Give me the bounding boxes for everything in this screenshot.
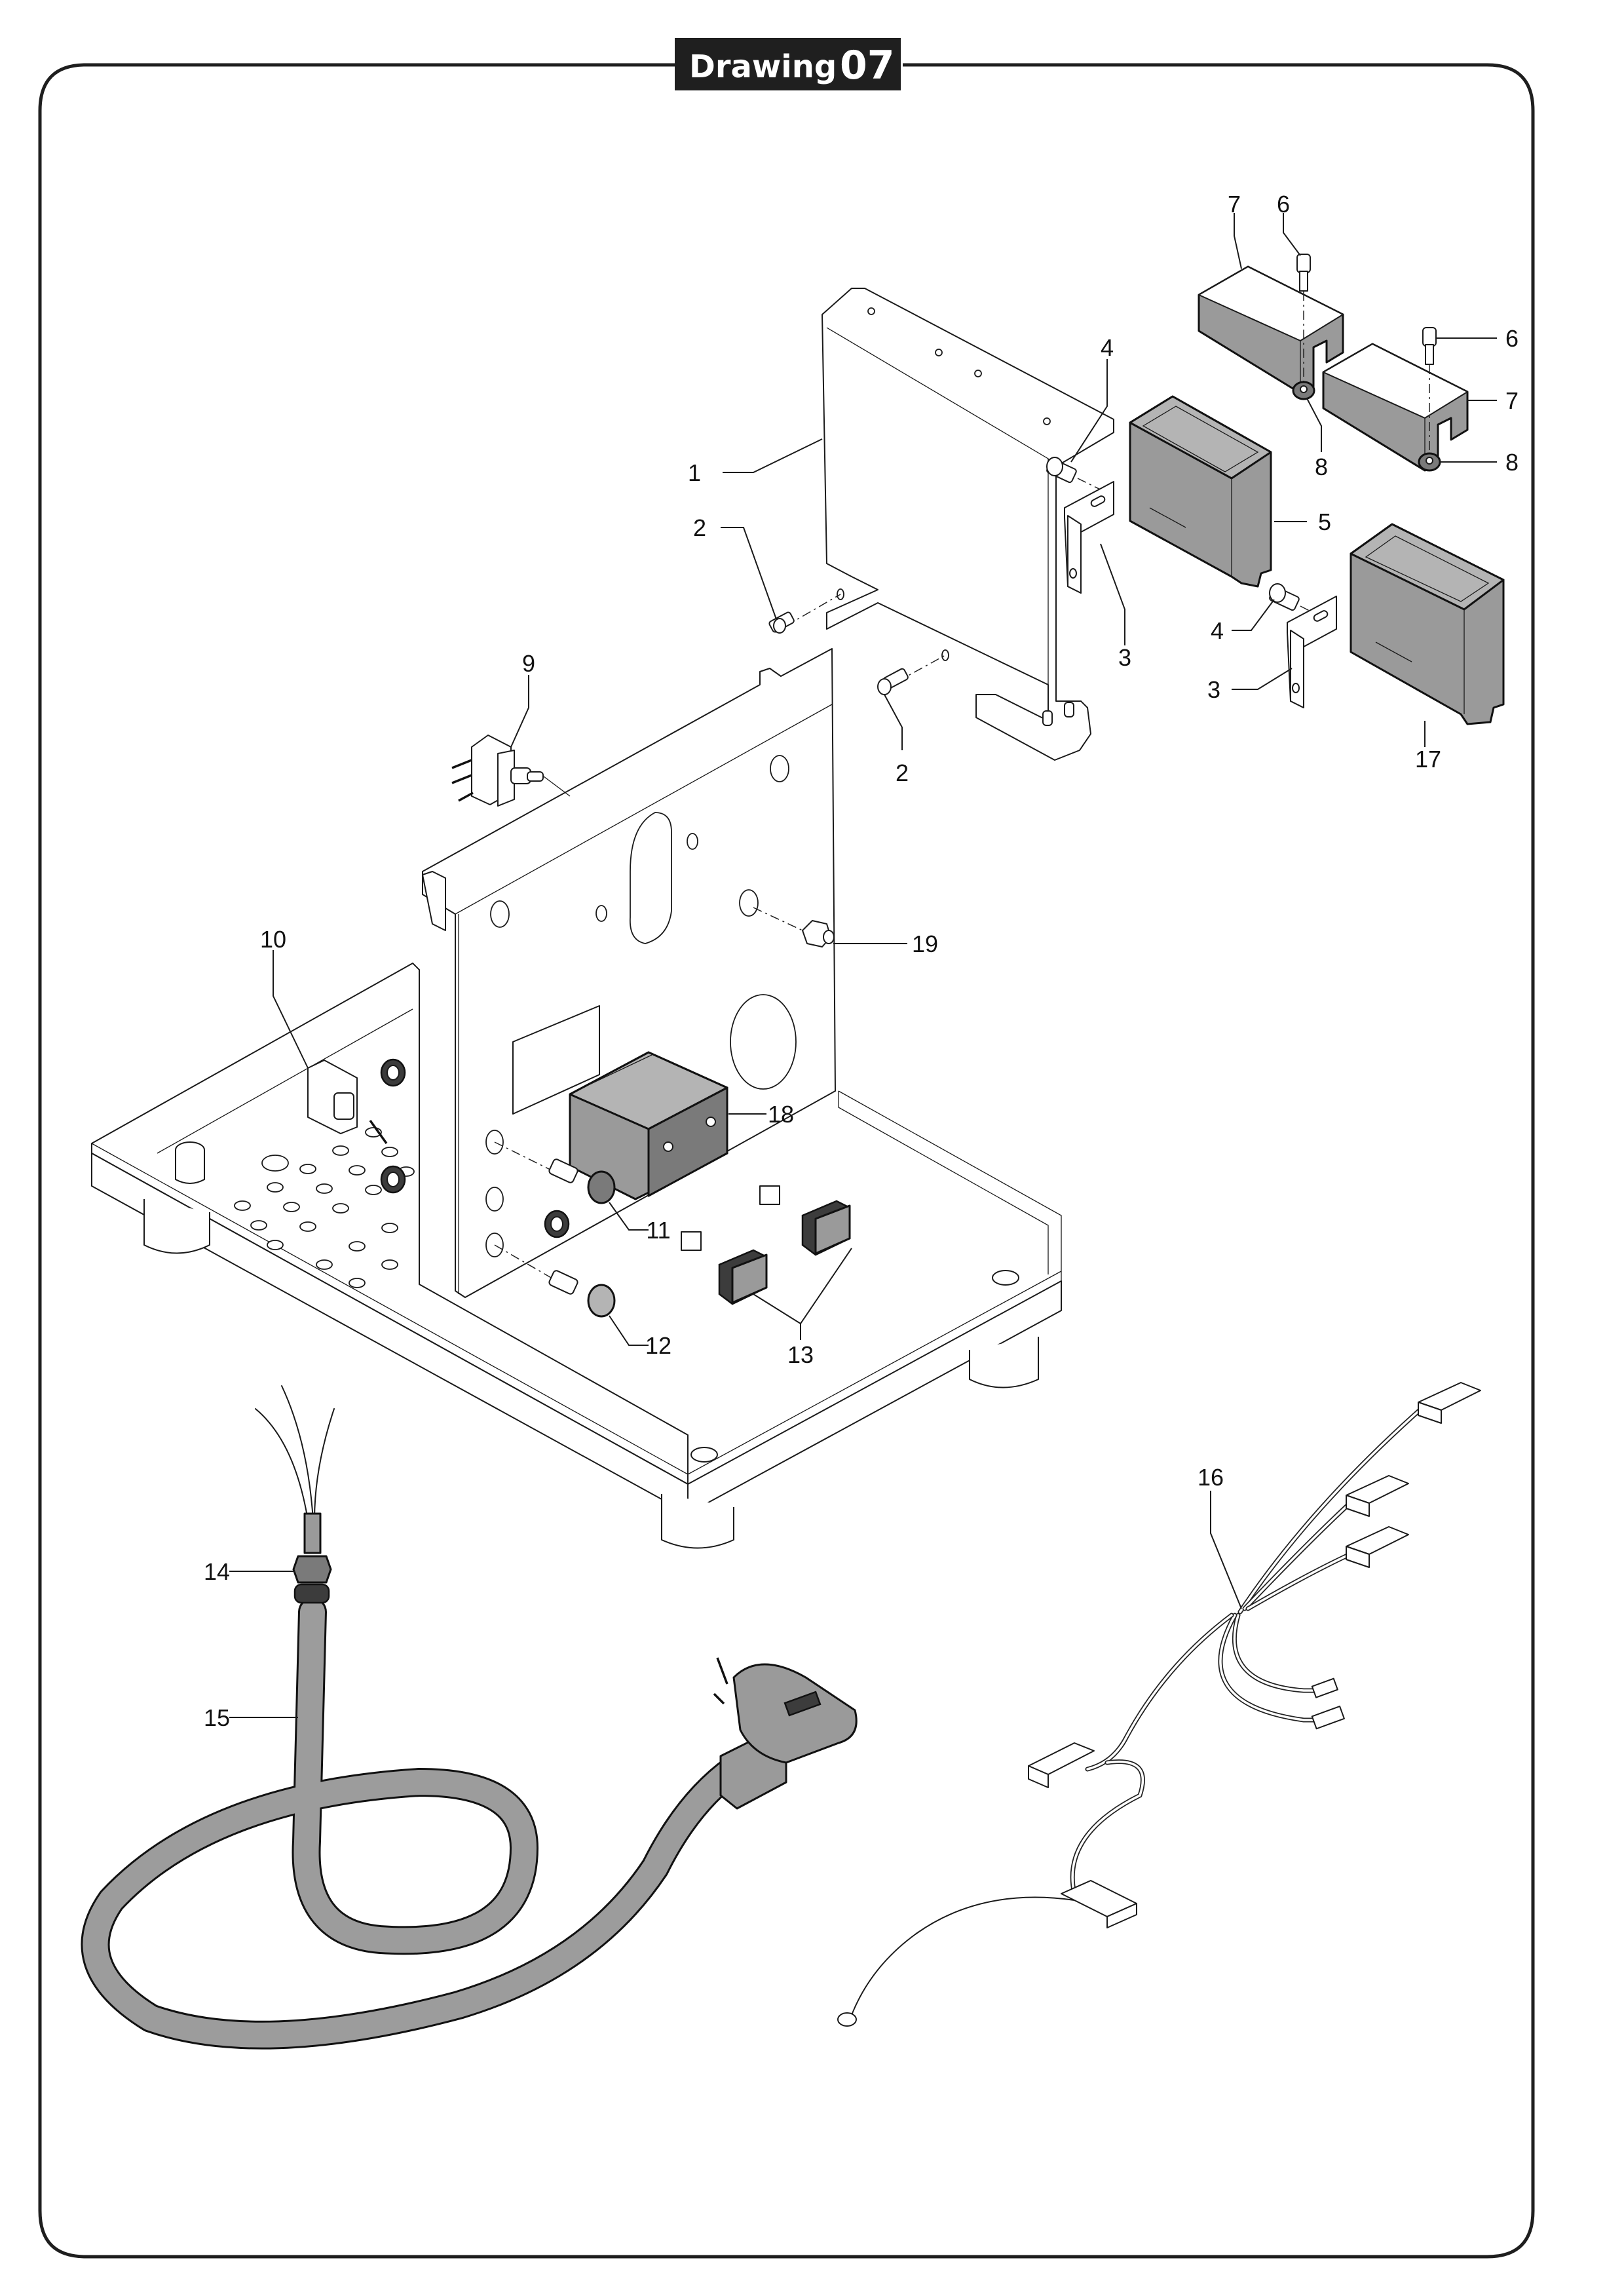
part-4-screw-lower bbox=[1269, 583, 1331, 622]
part-16-wiring-harness bbox=[837, 1382, 1481, 2027]
callout-9: 9 bbox=[522, 650, 535, 677]
title-word: Drawing bbox=[689, 48, 837, 85]
callout-18: 18 bbox=[768, 1101, 794, 1128]
part-6-screw-lower bbox=[1422, 327, 1437, 452]
page-frame bbox=[38, 63, 1535, 2259]
part-8-nut-upper bbox=[1292, 381, 1315, 400]
callout-4-lower: 4 bbox=[1211, 617, 1224, 644]
part-7-cover-lower bbox=[1322, 343, 1469, 472]
callout-labels: 1 2 2 3 3 4 4 5 6 6 7 7 8 8 9 10 11 12 1… bbox=[204, 191, 1519, 1731]
callout-8-upper: 8 bbox=[1315, 453, 1328, 480]
callout-4-upper: 4 bbox=[1101, 334, 1114, 361]
callout-16: 16 bbox=[1198, 1464, 1224, 1491]
part-13-rocker-switch-right bbox=[801, 1200, 851, 1256]
callout-13: 13 bbox=[787, 1341, 814, 1368]
callout-19: 19 bbox=[912, 930, 938, 957]
part-5-control-unit bbox=[1129, 395, 1272, 588]
callout-2-upper: 2 bbox=[693, 514, 706, 541]
part-9-micro-switch bbox=[451, 735, 571, 807]
base-chassis bbox=[91, 648, 1062, 1549]
power-plug bbox=[713, 1657, 858, 1810]
callout-7-upper: 7 bbox=[1228, 191, 1241, 218]
callout-14: 14 bbox=[204, 1558, 230, 1585]
callout-15: 15 bbox=[204, 1704, 230, 1731]
part-1-box-bracket bbox=[821, 288, 1114, 761]
perforated-plate bbox=[234, 1127, 415, 1288]
part-4-screw-upper bbox=[1046, 457, 1114, 497]
part-13-rocker-switch-left bbox=[718, 1249, 768, 1305]
part-6-screw-upper bbox=[1296, 254, 1311, 387]
callout-6-lower: 6 bbox=[1505, 325, 1519, 352]
callout-1: 1 bbox=[688, 459, 701, 486]
callout-2-lower: 2 bbox=[896, 759, 909, 786]
callout-10: 10 bbox=[260, 926, 286, 953]
part-3-bracket-lower bbox=[1287, 596, 1337, 708]
callout-5: 5 bbox=[1318, 508, 1331, 535]
leader-lines bbox=[229, 213, 1497, 1718]
drawing-title: Drawing 07 bbox=[675, 38, 901, 90]
part-2-screw-lower bbox=[877, 655, 946, 695]
part-12-indicator-lamp bbox=[494, 1244, 616, 1318]
callout-8-lower: 8 bbox=[1505, 449, 1519, 476]
part-18-digital-display bbox=[569, 1051, 728, 1200]
part-19-cap-nut bbox=[753, 907, 835, 947]
part-2-screw-upper bbox=[768, 594, 841, 634]
part-8-nut-lower bbox=[1418, 452, 1441, 472]
callout-6-upper: 6 bbox=[1277, 191, 1290, 218]
callout-3-lower: 3 bbox=[1207, 676, 1220, 703]
part-10-toggle-switch bbox=[307, 1058, 406, 1194]
part-11-indicator-lamp bbox=[494, 1141, 616, 1238]
harness-wires bbox=[837, 1403, 1427, 2027]
part-14-cable-gland bbox=[292, 1555, 332, 1604]
callout-3-upper: 3 bbox=[1118, 644, 1131, 671]
part-7-cover-upper bbox=[1198, 265, 1344, 394]
title-background bbox=[675, 38, 901, 90]
callout-7-lower: 7 bbox=[1505, 387, 1519, 414]
part-15-power-cord bbox=[81, 1385, 748, 2050]
callout-11: 11 bbox=[646, 1217, 670, 1244]
title-number: 07 bbox=[840, 43, 895, 88]
part-17-transformer bbox=[1350, 523, 1505, 725]
callout-17: 17 bbox=[1415, 746, 1441, 773]
part-3-bracket-upper bbox=[1064, 481, 1114, 594]
callout-12: 12 bbox=[645, 1332, 671, 1359]
